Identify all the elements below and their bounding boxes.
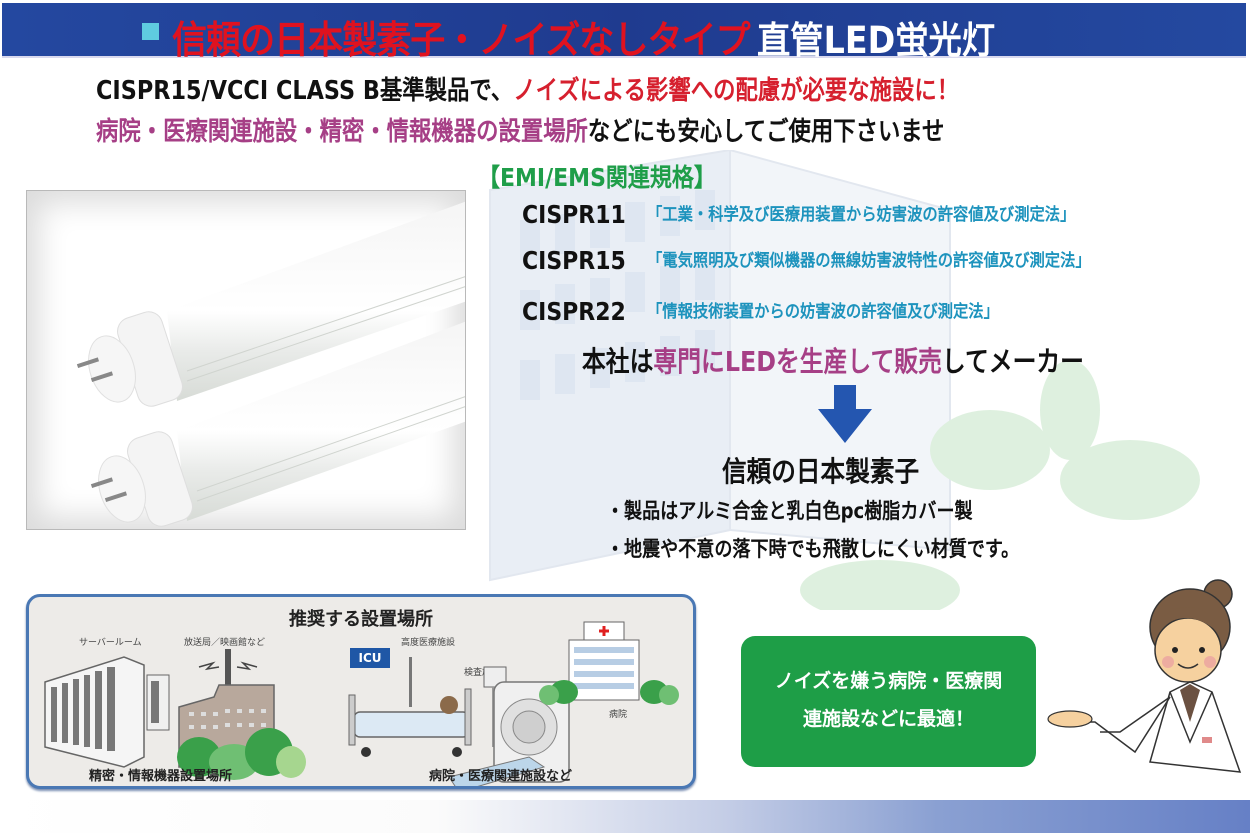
standard-description: 「工業・科学及び医療用装置から妨害波の許容値及び測定法」 (647, 205, 1076, 225)
recommended-places-panel: 推奨する設置場所 サーバールーム 放送局／映画館など 高度医療施設 検査施設 病… (26, 594, 696, 789)
maker-suffix: してメーカー (941, 345, 1084, 378)
maker-statement: 本社は専門にLEDを生産して販売してメーカー (582, 340, 1084, 380)
led-tube-1 (76, 201, 465, 407)
places-title: 推奨する設置場所 (289, 609, 433, 630)
label-broadcast: 放送局／映画館など (184, 638, 266, 648)
arrow-down-icon (818, 385, 872, 443)
hospital-building-icon (539, 621, 679, 705)
square-bullet-icon (142, 23, 159, 40)
header-title-white: 直管LED蛍光灯 (757, 19, 996, 62)
label-hospital: 病院 (609, 710, 628, 720)
broadcast-building-icon (177, 649, 306, 780)
maker-highlight: 専門にLEDを生産して販売 (653, 345, 942, 378)
server-rack-icon (44, 656, 170, 768)
doctor-illustration (1047, 579, 1242, 773)
japanese-elements-title: 信頼の日本製素子 (722, 455, 920, 488)
ct-scanner-icon (448, 681, 570, 786)
standard-row: CISPR15 「電気照明及び類似機器の無線妨害波特性の許容値及び測定法」 (522, 246, 1140, 275)
intro-line-1-black: CISPR15/VCCI CLASS B基準製品で、 (96, 76, 514, 106)
header-title-red: 信頼の日本製素子・ノイズなしタイプ (172, 18, 751, 62)
maker-prefix: 本社は (582, 345, 654, 378)
bottom-gradient-bar (0, 800, 1250, 833)
led-tubes-image (76, 201, 465, 527)
label-advanced-medical: 高度医療施設 (401, 638, 456, 648)
intro-line-2: 病院・医療関連施設・精密・情報機器の設置場所などにも安心してご使用下さいませ (96, 111, 944, 148)
standard-row: CISPR22 「情報技術装置からの妨害波の許容値及び測定法」 (522, 297, 1038, 326)
intro-line-2-purple: 病院・医療関連施設・精密・情報機器の設置場所 (96, 117, 588, 147)
standards-heading: 【EMI/EMS関連規格】 (478, 163, 716, 192)
places-illustration (44, 621, 679, 786)
icu-bed-icon (348, 657, 507, 757)
feature-item: ・製品はアルミ合金と乳白色pc樹脂カバー製 (606, 499, 973, 523)
places-caption-right: 病院・医療関連施設など (429, 769, 573, 784)
standard-row: CISPR11 「工業・科学及び医療用装置から妨害波の許容値及び測定法」 (522, 200, 1123, 229)
intro-line-1: CISPR15/VCCI CLASS B基準製品で、ノイズによる影響への配慮が必… (96, 70, 959, 107)
feature-item: ・地震や不意の落下時でも飛散しにくい材質です。 (606, 537, 1020, 561)
label-server-room: サーバールーム (79, 638, 142, 648)
led-tube-2 (90, 321, 465, 527)
intro-line-1-red: ノイズによる影響への配慮が必要な施設に！ (513, 76, 960, 106)
callout-line-2: 連施設などに最適！ (802, 708, 974, 730)
header-banner: 信頼の日本製素子・ノイズなしタイプ 直管LED蛍光灯 (2, 3, 1246, 62)
callout-line-1: ノイズを嫌う病院・医療関 (774, 670, 1003, 692)
standard-description: 「情報技術装置からの妨害波の許容値及び測定法」 (647, 302, 999, 322)
icu-badge: ICU (350, 648, 390, 668)
product-photo (26, 190, 466, 530)
recommendation-callout: ノイズを嫌う病院・医療関 連施設などに最適！ (741, 636, 1036, 767)
standard-code: CISPR22 (522, 297, 626, 326)
label-inspection: 検査施設 (464, 668, 501, 678)
standard-description: 「電気照明及び類似機器の無線妨害波特性の許容値及び測定法」 (647, 251, 1091, 271)
intro-line-2-black: などにも安心してご使用下さいませ (587, 117, 945, 147)
standard-code: CISPR11 (522, 200, 626, 229)
places-caption-left: 精密・情報機器設置場所 (89, 769, 233, 784)
standard-code: CISPR15 (522, 246, 626, 275)
